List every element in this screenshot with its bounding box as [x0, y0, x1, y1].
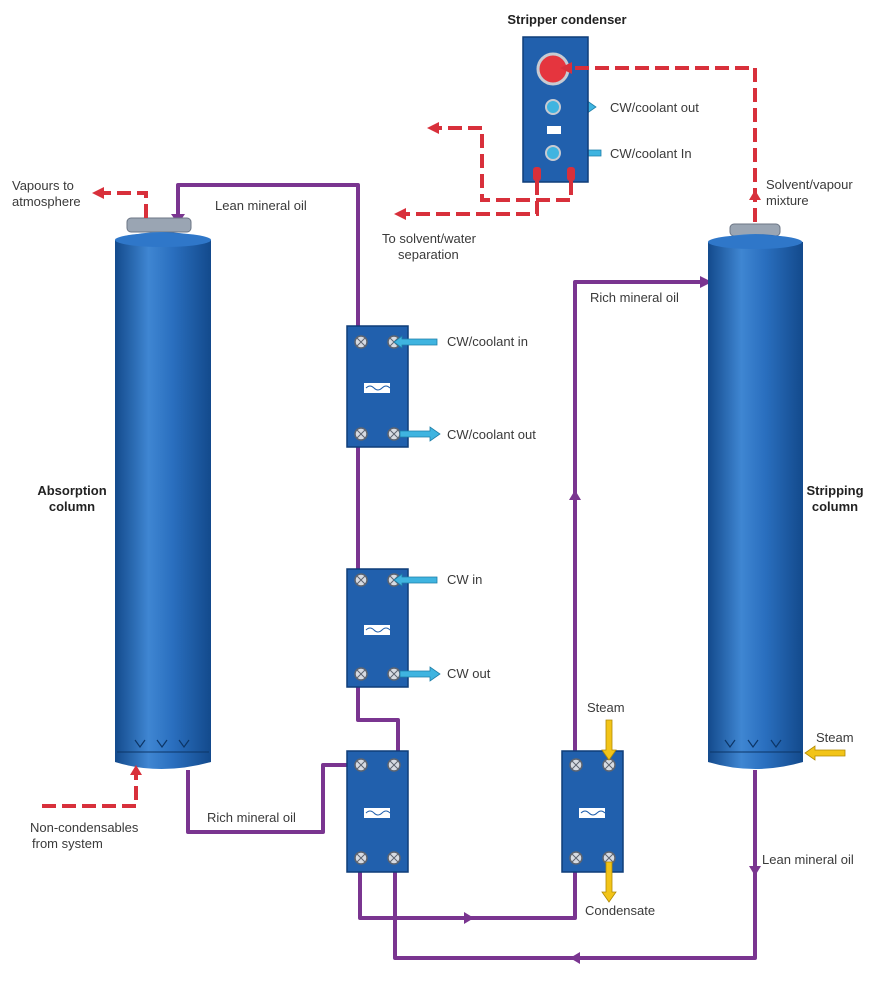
condenser-inlet-arrow [560, 62, 572, 74]
rich-oil-line-bottom [186, 763, 360, 834]
condenser-cw-out-label: CW/coolant out [610, 100, 699, 115]
lean-oil-line-top [176, 183, 360, 342]
hx1-cw-out-arrow [399, 426, 441, 442]
port-icon [387, 758, 401, 772]
port-icon [354, 667, 368, 681]
rich-oil-bottom-label: Rich mineral oil [207, 810, 296, 825]
column-steam-label: Steam [816, 730, 854, 745]
absorption-column [115, 217, 211, 769]
hx1-cw-out-label: CW/coolant out [447, 427, 536, 442]
hx2-cw-out-label: CW out [447, 666, 491, 681]
stripping-label-line1: Stripping [806, 483, 863, 498]
plate-exchanger-icon [365, 810, 391, 816]
port-icon [354, 427, 368, 441]
port-icon [569, 758, 583, 772]
heat-exchanger-2 [346, 568, 409, 688]
arrow-up-rich-oil [569, 490, 581, 500]
sparger-icon [724, 739, 782, 749]
sparger-icon [134, 739, 190, 749]
vapours-label-line2: atmosphere [12, 194, 81, 209]
vapours-label-line1: Vapours to [12, 178, 74, 193]
port-icon [569, 851, 583, 865]
solvent-up-arrow [749, 190, 761, 200]
solvent-vapour-line [570, 66, 757, 222]
absorption-label-line2: column [49, 499, 95, 514]
column-steam-arrow [804, 745, 846, 761]
lean-oil-line-hx2-hx3 [356, 673, 400, 764]
lean-oil-top-label: Lean mineral oil [215, 198, 307, 213]
hx2-cw-in-arrow [393, 573, 438, 587]
plate-exchanger-icon [580, 810, 606, 816]
solvent-vapour-label-line2: mixture [766, 193, 809, 208]
hx2-cw-out-arrow [399, 666, 441, 682]
noncondensables-line [42, 773, 138, 808]
arrow-right-column-inlet [700, 276, 712, 288]
condenser-vent-line [437, 126, 573, 202]
vent-arrow [92, 187, 104, 199]
port-icon [354, 851, 368, 865]
condensate-label: Condensate [585, 903, 655, 918]
port-icon [387, 573, 401, 587]
port-icon [354, 573, 368, 587]
labels: Stripper condenser CW/coolant out CW/coo… [12, 12, 864, 918]
vapour-arrowheads [92, 62, 761, 775]
rich-oil-line-top [573, 280, 710, 765]
noncondensables-label-line1: Non-condensables [30, 820, 139, 835]
port-icons [354, 335, 616, 865]
condenser-title: Stripper condenser [507, 12, 626, 27]
stripping-column [708, 223, 803, 769]
condenser-vent-arrow [427, 122, 439, 134]
arrow-down-lean-oil [749, 866, 761, 876]
vapour-lines [42, 66, 757, 808]
noncondensables-label-line2: from system [32, 836, 103, 851]
arrow-right-rich-oil [464, 912, 474, 924]
noncondensable-arrow [130, 765, 142, 775]
absorption-label-line1: Absorption [37, 483, 106, 498]
hx1-cw-in-arrow [393, 335, 438, 349]
heater-steam-label: Steam [587, 700, 625, 715]
separation-arrow [394, 208, 406, 220]
steam-arrows [601, 719, 846, 903]
stripping-label-line2: column [812, 499, 858, 514]
rich-oil-top-label: Rich mineral oil [590, 290, 679, 305]
arrow-left-lean-oil [570, 952, 580, 964]
hx2-cw-in-label: CW in [447, 572, 482, 587]
port-icon [354, 758, 368, 772]
lean-oil-bottom-label: Lean mineral oil [762, 852, 854, 867]
condenser-cw-in-label: CW/coolant In [610, 146, 692, 161]
condenser-drain-upper [404, 181, 539, 216]
stripper-condenser [522, 36, 589, 183]
separation-label-line2: separation [398, 247, 459, 262]
port-icon [387, 427, 401, 441]
condensate-arrow [601, 861, 617, 903]
port-icon [387, 667, 401, 681]
solvent-vapour-label-line1: Solvent/vapour [766, 177, 853, 192]
hx1-cw-in-label: CW/coolant in [447, 334, 528, 349]
separation-label-line1: To solvent/water [382, 231, 477, 246]
port-icon [354, 335, 368, 349]
vent-line [104, 191, 148, 218]
heater-steam-arrow [601, 719, 617, 761]
oil-flow-arrows [171, 214, 761, 964]
heat-exchanger-3 [346, 750, 409, 873]
plate-exchanger-icon [365, 627, 391, 633]
steam-heater [561, 750, 624, 873]
port-icon [602, 758, 616, 772]
port-icon [387, 851, 401, 865]
plate-exchanger-icon [365, 385, 391, 391]
